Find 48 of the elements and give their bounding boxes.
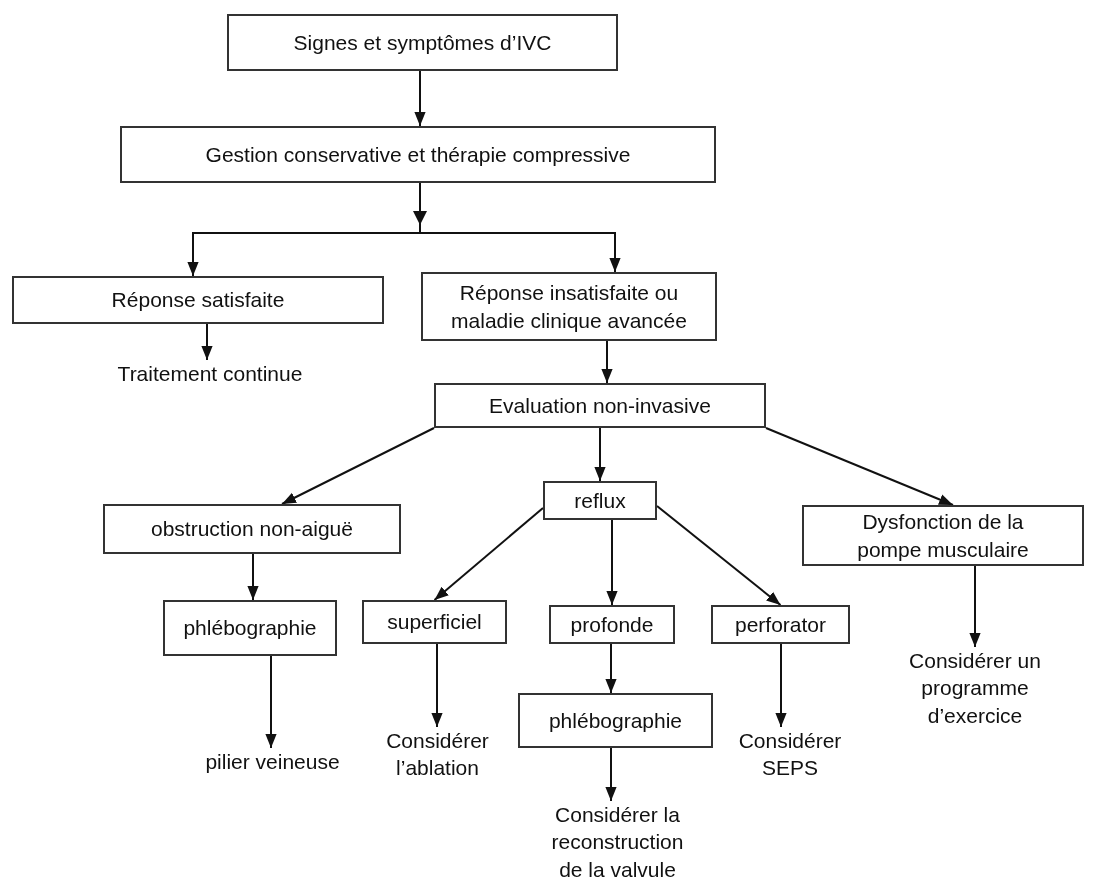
- process-box: [12, 276, 384, 324]
- arrow: [605, 643, 617, 694]
- outcome-text: Considérer la reconstruction de la valvule: [520, 801, 715, 883]
- arrow: [765, 427, 954, 506]
- arrow: [969, 565, 981, 648]
- process-box: [163, 600, 337, 656]
- box-label: obstruction non-aiguë: [151, 516, 353, 543]
- box-label: Signes et symptômes d’IVC: [293, 29, 552, 56]
- process-box: [227, 14, 618, 71]
- arrow: [594, 427, 606, 482]
- box-label: Réponse insatisfaite ou maladie clinique avancée: [450, 280, 688, 334]
- arrow: [775, 643, 787, 728]
- arrow: [605, 747, 617, 802]
- outcome-text: Considérer un programme d’exercice: [880, 647, 1070, 733]
- arrow: [247, 553, 259, 601]
- process-box: [362, 600, 507, 644]
- outcome-text: Considérer l’ablation: [365, 727, 510, 789]
- process-box: [543, 481, 657, 520]
- arrow: [281, 427, 435, 505]
- process-box: [711, 605, 850, 644]
- box-label: Evaluation non-invasive: [489, 392, 711, 419]
- process-box: [518, 693, 713, 748]
- box-label: reflux: [574, 487, 626, 514]
- arrow: [433, 507, 544, 601]
- box-label: Dysfonction de la pompe musculaire: [856, 509, 1030, 563]
- arrow: [265, 655, 277, 749]
- process-box: [549, 605, 675, 644]
- process-box: [120, 126, 716, 183]
- process-box: [103, 504, 401, 554]
- arrow: [656, 505, 782, 606]
- arrow: [431, 643, 443, 728]
- arrow: [606, 519, 618, 606]
- box-label: perforator: [734, 611, 826, 638]
- box-label: phlébographie: [183, 615, 317, 642]
- box-label: Gestion conservative et thérapie compressive: [205, 141, 631, 168]
- box-label: Réponse satisfaite: [111, 287, 285, 314]
- arrow: [201, 323, 213, 361]
- outcome-text: Considérer SEPS: [715, 727, 865, 789]
- process-box: [434, 383, 766, 428]
- arrow: [601, 340, 613, 384]
- outcome-text: Traitement continue: [110, 360, 310, 392]
- box-label: profonde: [570, 611, 654, 638]
- arrow: [414, 70, 426, 127]
- process-box: [421, 272, 717, 341]
- box-label: superficiel: [387, 609, 482, 636]
- box-label: phlébographie: [548, 707, 683, 734]
- outcome-text: pilier veineuse: [190, 748, 355, 780]
- process-box: [802, 505, 1084, 566]
